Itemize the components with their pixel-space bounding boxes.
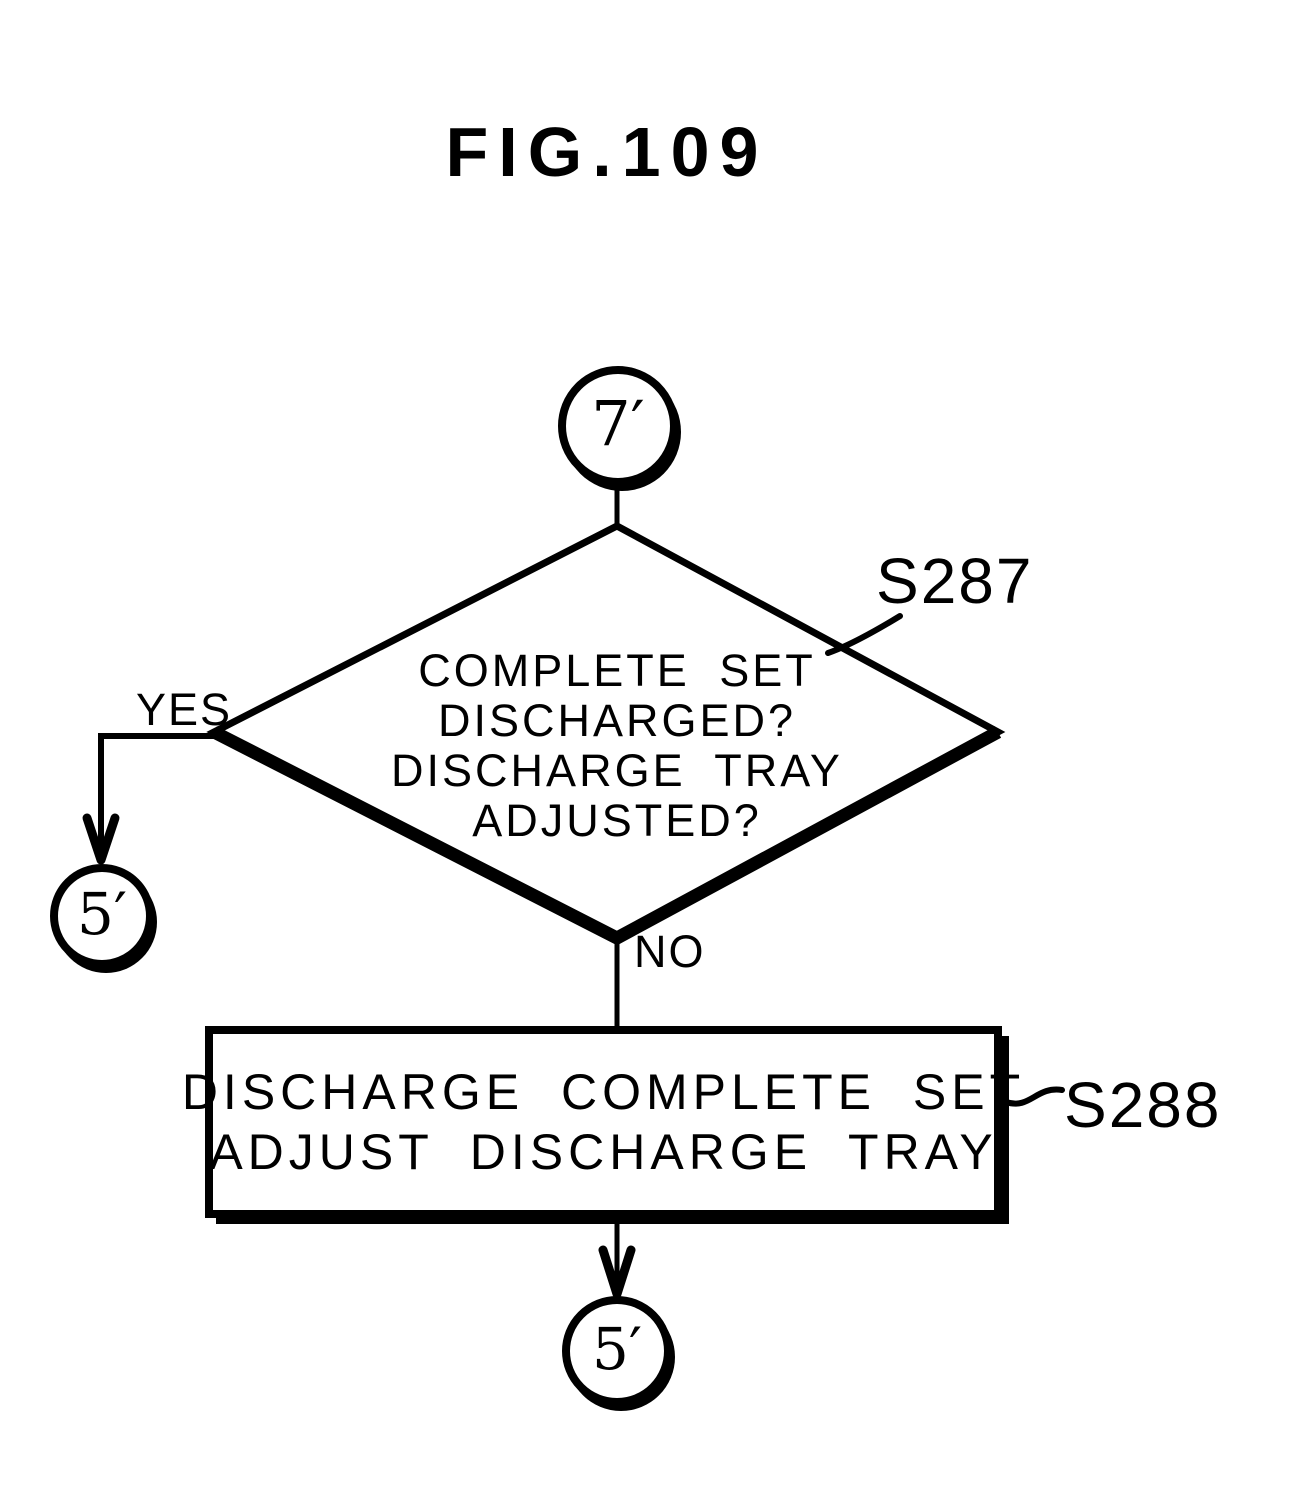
exit-connector-node: 5′ <box>562 1296 672 1406</box>
yes-branch-line <box>98 733 214 856</box>
figure-title: FIG.109 <box>445 113 769 191</box>
process-step-id-label: S288 <box>1064 1069 1222 1141</box>
decision-step-id-label: S287 <box>876 545 1034 617</box>
s287-leader-line <box>825 613 903 656</box>
process-text-line: ADJUST DISCHARGE TRAY <box>209 1124 998 1180</box>
decision-text-line: ADJUSTED? <box>472 795 762 846</box>
exit-connector-label: 5′ <box>591 1315 643 1383</box>
yes-branch-label: YES <box>136 684 233 735</box>
decision-text-line: COMPLETE SET <box>418 645 816 696</box>
entry-connector-node: 7′ <box>558 366 678 486</box>
decision-text: COMPLETE SET DISCHARGED? DISCHARGE TRAY … <box>391 646 843 846</box>
decision-text-line: DISCHARGED? <box>437 695 797 746</box>
no-branch-label: NO <box>634 926 706 977</box>
entry-connector-label: 7′ <box>591 386 645 460</box>
process-box: DISCHARGE COMPLETE SET ADJUST DISCHARGE … <box>182 1026 1020 1218</box>
yes-exit-connector-label: 5′ <box>76 880 128 948</box>
decision-text-line: DISCHARGE TRAY <box>391 745 843 796</box>
s288-leader-line <box>1003 1086 1065 1107</box>
yes-arrowhead-icon <box>82 813 120 865</box>
process-text-line: DISCHARGE COMPLETE SET <box>181 1064 1026 1120</box>
exit-arrowhead-icon <box>598 1245 636 1299</box>
yes-exit-connector-node: 5′ <box>50 864 154 968</box>
